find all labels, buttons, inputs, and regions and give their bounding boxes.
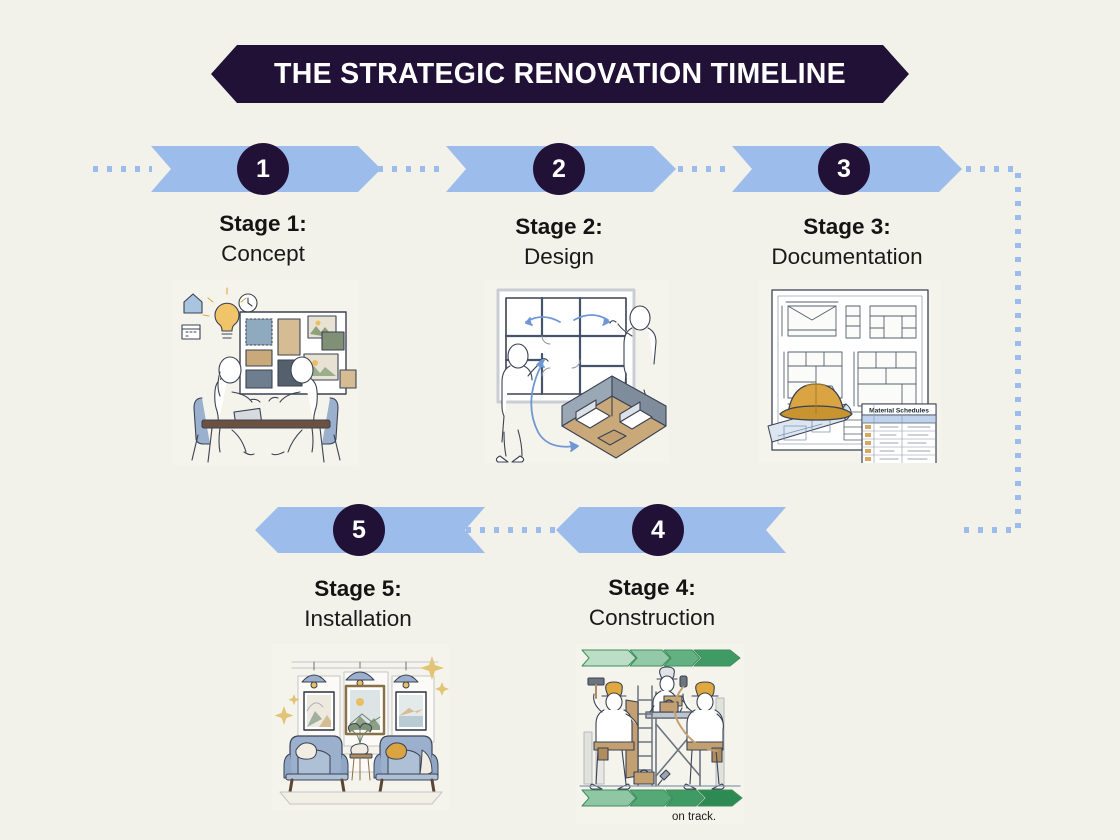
- stage-badge-2-number: 2: [552, 154, 566, 183]
- material-schedules-title: Material Schedules: [869, 407, 929, 414]
- stage-label-5-line2: Installation: [304, 605, 412, 631]
- stage-label-2-line1: Stage 2:: [515, 214, 603, 239]
- stage-label-5: Stage 5: Installation: [208, 576, 508, 632]
- stage-badge-2[interactable]: 2: [533, 143, 585, 195]
- stage-badge-4-number: 4: [651, 515, 665, 544]
- finished-interior-illustration: [272, 644, 449, 811]
- stage-badge-1[interactable]: 1: [237, 143, 289, 195]
- stage-badge-1-number: 1: [256, 154, 270, 183]
- stage-label-2: Stage 2: Design: [409, 214, 709, 270]
- page-title: THE STRATEGIC RENOVATION TIMELINE: [274, 57, 846, 90]
- title-banner: THE STRATEGIC RENOVATION TIMELINE: [211, 45, 909, 103]
- stage-badge-4[interactable]: 4: [632, 504, 684, 556]
- technical-drawings-illustration: Material Schedules: [758, 280, 941, 463]
- stage-label-4-line2: Construction: [588, 604, 716, 630]
- stage-label-5-line1: Stage 5:: [314, 576, 402, 601]
- stage-label-1-line2: Concept: [221, 240, 305, 266]
- stage-label-3: Stage 3: Documentation: [697, 214, 997, 270]
- on-track-label: on track.: [672, 811, 716, 823]
- floorplan-3d-model-illustration: [484, 280, 669, 463]
- stage-label-1-line1: Stage 1:: [219, 211, 307, 236]
- stage-label-4-line1: Stage 4:: [608, 575, 696, 600]
- stage-label-4: Stage 4: Construction: [502, 575, 802, 631]
- construction-workers-illustration: on track.: [576, 644, 744, 824]
- stage-badge-5-number: 5: [352, 515, 366, 544]
- stage-badge-3[interactable]: 3: [818, 143, 870, 195]
- stage-label-3-line1: Stage 3:: [803, 214, 891, 239]
- title-banner-shape: [211, 45, 909, 103]
- stage-badge-3-number: 3: [837, 154, 851, 183]
- stage-label-2-line2: Design: [523, 243, 595, 269]
- stage-badge-5[interactable]: 5: [333, 504, 385, 556]
- meeting-moodboard-illustration: [172, 280, 359, 465]
- stage-label-1: Stage 1: Concept: [113, 211, 413, 267]
- stage-label-3-line2: Documentation: [771, 243, 923, 269]
